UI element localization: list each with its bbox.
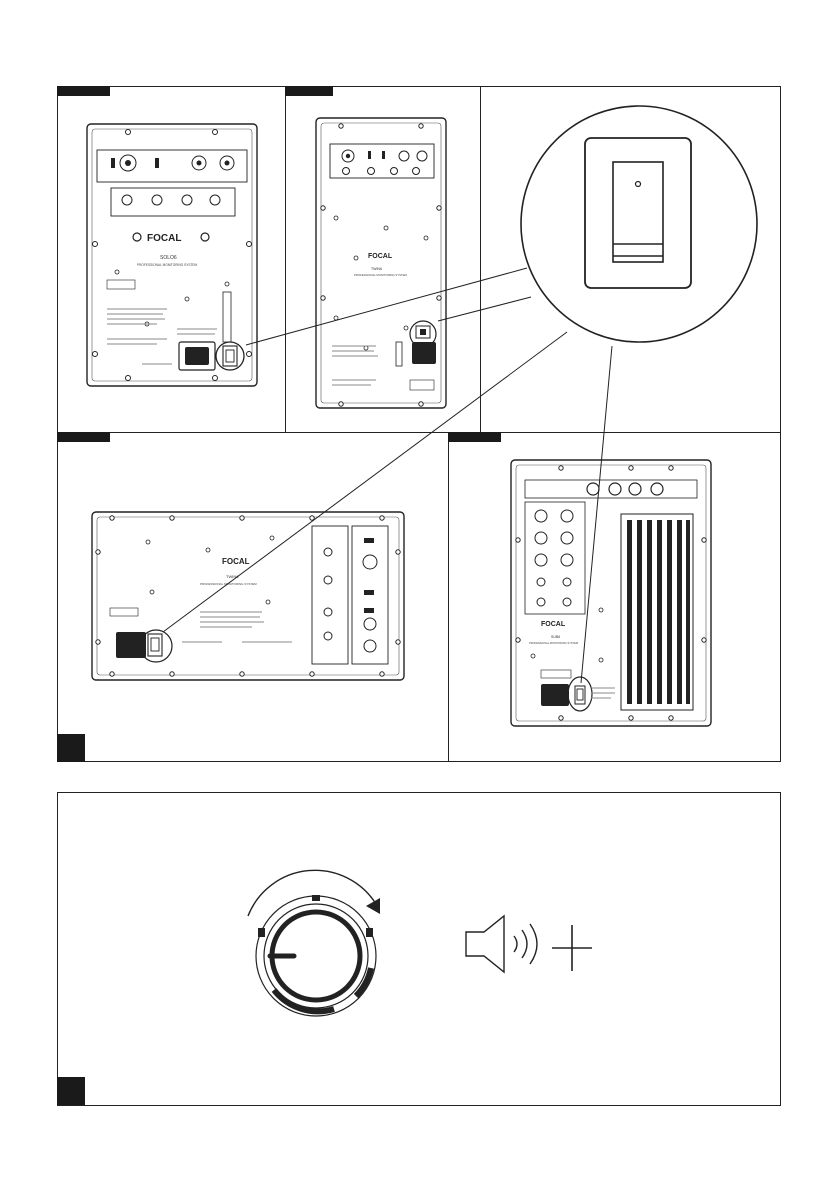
- step-marker-2: [57, 1077, 85, 1105]
- bottom-step-frame: [57, 792, 781, 1106]
- speaker-icon: [464, 912, 544, 976]
- volume-knob-icon: [238, 868, 398, 1028]
- rotation-arrow-icon: [248, 870, 376, 916]
- plus-icon: [552, 925, 592, 971]
